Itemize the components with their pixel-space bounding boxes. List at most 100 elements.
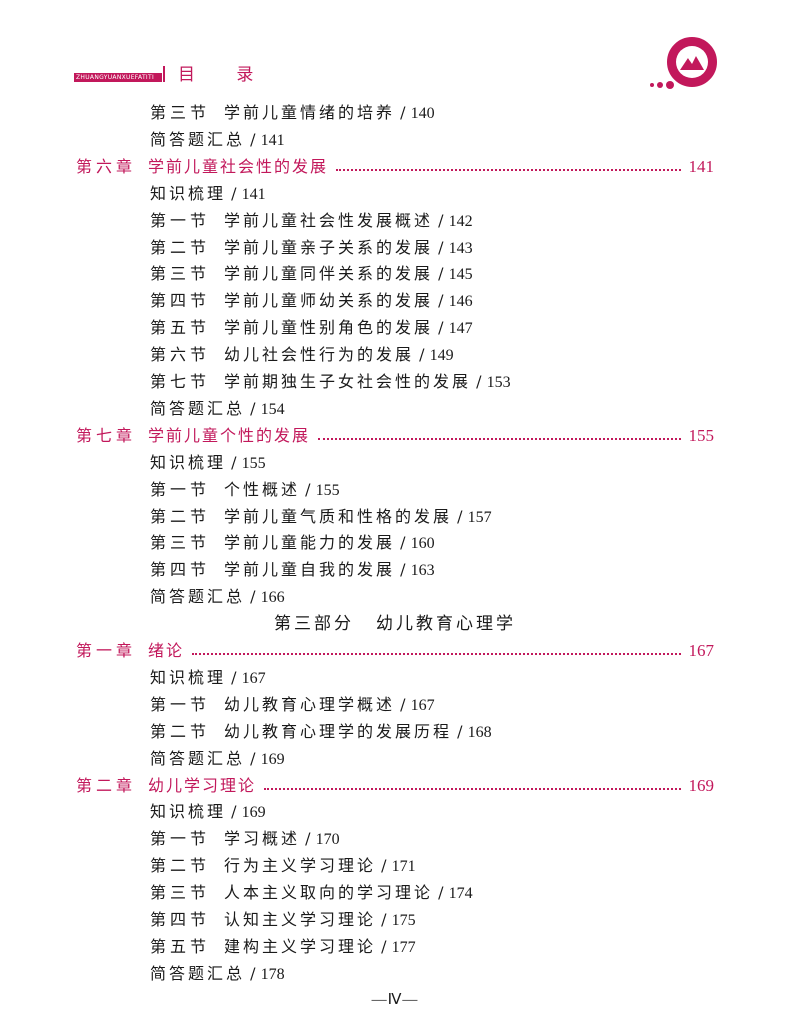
toc-entry[interactable]: 第一节学习概述 / 170 <box>150 826 340 852</box>
toc-entry[interactable]: 知识梳理 / 167 <box>150 665 266 691</box>
toc-entry[interactable]: 第六节幼儿社会性行为的发展 / 149 <box>150 342 454 368</box>
toc-entry[interactable]: 第一节个性概述 / 155 <box>150 477 340 503</box>
school-seal-icon <box>667 37 717 87</box>
chapter-number: 第二章 <box>76 775 137 795</box>
separator: / <box>300 479 316 499</box>
section-page: 157 <box>467 508 492 526</box>
section-page: 153 <box>486 374 511 391</box>
toc-entry[interactable]: 第五节学前儿童性别角色的发展 / 147 <box>150 315 473 341</box>
toc-entry[interactable]: 第二节学前儿童亲子关系的发展 / 143 <box>150 235 473 261</box>
toc-entry[interactable]: 第二节行为主义学习理论 / 171 <box>150 853 416 879</box>
separator: / <box>376 936 392 956</box>
section-page: 167 <box>241 669 266 687</box>
toc-entry[interactable]: 简答题汇总 / 169 <box>150 746 285 772</box>
toc-entry[interactable]: 第三节学前儿童同伴关系的发展 / 145 <box>150 261 473 287</box>
separator: / <box>226 183 242 203</box>
section-title: 知识梳理 <box>150 452 227 472</box>
separator: / <box>395 560 411 580</box>
section-title: 简答题汇总 <box>150 398 246 418</box>
section-number: 第一节 <box>150 694 211 714</box>
section-title: 幼儿教育心理学的发展历程 <box>224 721 453 741</box>
header-band: ZHUANGYUANXUEFATITI <box>74 73 162 82</box>
section-title: 简答题汇总 <box>150 129 246 149</box>
section-page: 170 <box>315 831 340 849</box>
section-page: 174 <box>448 885 473 903</box>
toc-entry[interactable]: 第三节人本主义取向的学习理论 / 174 <box>150 880 473 906</box>
section-title: 学前儿童能力的发展 <box>224 533 396 553</box>
section-title: 幼儿教育心理学概述 <box>224 694 396 714</box>
section-title: 学前儿童社会性发展概述 <box>224 210 434 230</box>
separator: / <box>376 910 392 929</box>
chapter-number: 第七章 <box>76 425 137 445</box>
toc-entry[interactable]: 简答题汇总 / 154 <box>150 396 285 422</box>
separator: / <box>300 829 316 849</box>
toc-entry[interactable]: 第二节学前儿童气质和性格的发展 / 157 <box>150 504 492 530</box>
section-page: 155 <box>315 481 340 499</box>
part-number: 第三部分 <box>274 614 354 635</box>
dot-leader <box>336 168 681 171</box>
section-page: 141 <box>260 131 285 149</box>
section-page: 142 <box>448 212 473 230</box>
separator: / <box>245 748 261 768</box>
section-number: 第三节 <box>150 883 211 903</box>
section-page: 143 <box>448 239 473 257</box>
separator: / <box>452 506 468 526</box>
toc-entry[interactable]: 知识梳理 / 141 <box>150 181 266 207</box>
toc-entry[interactable]: 第四节认知主义学习理论 / 175 <box>150 907 416 933</box>
section-page: 169 <box>260 750 285 768</box>
toc-entry[interactable]: 第五节建构主义学习理论 / 177 <box>150 934 416 960</box>
toc-entry[interactable]: 简答题汇总 / 141 <box>150 127 285 153</box>
chapter-number: 第一章 <box>76 641 137 660</box>
section-page: 177 <box>391 938 416 956</box>
separator: / <box>226 667 242 687</box>
separator: / <box>395 103 411 122</box>
toc-part-heading: 第三部分 幼儿教育心理学 <box>0 611 790 637</box>
toc-entry[interactable]: 第三节学前儿童情绪的培养 / 140 <box>150 100 435 126</box>
toc-entry[interactable]: 第七节学前期独生子女社会性的发展 / 153 <box>150 369 511 395</box>
section-title: 认知主义学习理论 <box>224 910 377 929</box>
section-title: 人本主义取向的学习理论 <box>224 883 434 903</box>
separator: / <box>433 318 449 338</box>
toc-entry[interactable]: 第四节学前儿童师幼关系的发展 / 146 <box>150 288 473 314</box>
page-header: ZHUANGYUANXUEFATITI 目 录 <box>0 0 790 105</box>
toc-entry[interactable]: 知识梳理 / 155 <box>150 450 266 476</box>
toc-entry[interactable]: 第一节幼儿教育心理学概述 / 167 <box>150 692 435 718</box>
page-title: 目 录 <box>178 65 272 85</box>
section-title: 学前儿童同伴关系的发展 <box>224 264 434 284</box>
section-title: 学前儿童情绪的培养 <box>224 103 396 122</box>
separator: / <box>245 398 261 418</box>
toc-entry[interactable]: 第四节学前儿童自我的发展 / 163 <box>150 557 435 583</box>
chapter-title: 学前儿童社会性的发展 <box>148 156 329 176</box>
section-number: 第五节 <box>150 936 211 956</box>
chapter-title: 绪论 <box>148 641 185 660</box>
dot-leader <box>192 653 681 655</box>
toc-entry[interactable]: 知识梳理 / 169 <box>150 799 266 825</box>
toc-entry[interactable]: 第二节幼儿教育心理学的发展历程 / 168 <box>150 719 492 745</box>
section-number: 第四节 <box>150 291 211 311</box>
section-title: 个性概述 <box>224 479 301 499</box>
toc-entry[interactable]: 第三节学前儿童能力的发展 / 160 <box>150 530 435 556</box>
section-title: 简答题汇总 <box>150 748 246 768</box>
section-title: 学前儿童自我的发展 <box>224 560 396 580</box>
separator: / <box>245 129 261 149</box>
section-number: 第四节 <box>150 910 211 929</box>
section-number: 第五节 <box>150 318 211 338</box>
section-number: 第一节 <box>150 829 211 849</box>
toc-entry[interactable]: 简答题汇总 / 166 <box>150 584 285 610</box>
separator: / <box>433 883 449 903</box>
section-page: 169 <box>241 804 266 822</box>
page-number: —Ⅳ— <box>371 992 419 1008</box>
part-title: 幼儿教育心理学 <box>376 614 516 635</box>
section-page: 155 <box>241 454 266 472</box>
toc-entry[interactable]: 简答题汇总 / 178 <box>150 961 285 987</box>
section-page: 167 <box>410 696 435 714</box>
section-number: 第一节 <box>150 479 211 499</box>
separator: / <box>245 963 261 983</box>
dot-leader <box>264 787 681 790</box>
toc-entry[interactable]: 第一节学前儿童社会性发展概述 / 142 <box>150 208 473 234</box>
section-number: 第三节 <box>150 264 211 284</box>
